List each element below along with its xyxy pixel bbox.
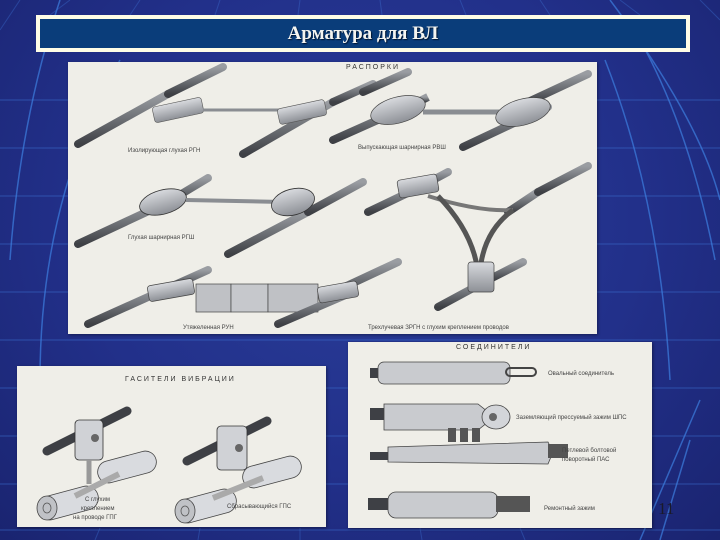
connectors-illustration: [368, 361, 568, 519]
pas-clamp: [370, 428, 568, 465]
rgn-spacer: [74, 63, 377, 158]
pas-clamp-label-line1: Петлевой болтовой: [562, 448, 617, 454]
connectors-heading: СОЕДИНИТЕЛИ: [456, 344, 532, 351]
rgn-label: Изолирующая глухая РГН: [128, 148, 201, 154]
dampers-illustration: [36, 406, 302, 524]
spacers-illustration: [74, 63, 592, 328]
oval-connector: [370, 361, 537, 385]
gpg-damper: [36, 406, 157, 521]
gpg-label-line1: С глухим: [85, 497, 111, 503]
repair-clamp: [368, 491, 530, 519]
rvsh-spacer: [329, 68, 592, 151]
title-box: Арматура для ВЛ: [36, 15, 690, 52]
rgsh-spacer: [74, 174, 367, 258]
gps-damper: [174, 416, 302, 524]
run-spacer: [84, 258, 402, 328]
run-label: Утяжеленная РУН: [183, 325, 234, 331]
gpg-label-line3: на проводе ГПГ: [73, 515, 117, 521]
rvsh-label: Выпускающая шарнирная РВШ: [358, 145, 446, 151]
page-number: 11: [658, 499, 675, 518]
zrgn-label: Трехлучевая ЗРГН с глухим креплением про…: [368, 325, 509, 331]
slide-title: Арматура для ВЛ: [287, 22, 439, 44]
rgsh-label: Глухая шарнирная РГШ: [128, 235, 195, 241]
dampers-panel: ГАСИТЕЛИ ВИБРАЦИИ С глухим креплением на…: [17, 366, 326, 527]
dampers-heading: ГАСИТЕЛИ ВИБРАЦИИ: [125, 376, 236, 383]
spacers-panel: РАСПОРКИ Изолирующая глухая РГН Выпускаю…: [68, 62, 597, 334]
gpg-label-line2: креплением: [81, 506, 115, 512]
shps-clamp-label: Заземляющий прессуемый зажим ШПС: [516, 415, 627, 421]
zrgn-spacer: [364, 162, 592, 311]
connectors-panel: СОЕДИНИТЕЛИ Овальный соединитель Заземля…: [348, 342, 652, 528]
spacers-heading: РАСПОРКИ: [346, 64, 401, 71]
oval-connector-label: Овальный соединитель: [548, 371, 614, 377]
repair-clamp-label: Ремонтный зажим: [544, 506, 595, 512]
shps-clamp: [370, 403, 511, 431]
gps-label: Сбрасывающийся ГПС: [227, 504, 292, 510]
pas-clamp-label-line2: поворотный ПАС: [562, 457, 610, 463]
